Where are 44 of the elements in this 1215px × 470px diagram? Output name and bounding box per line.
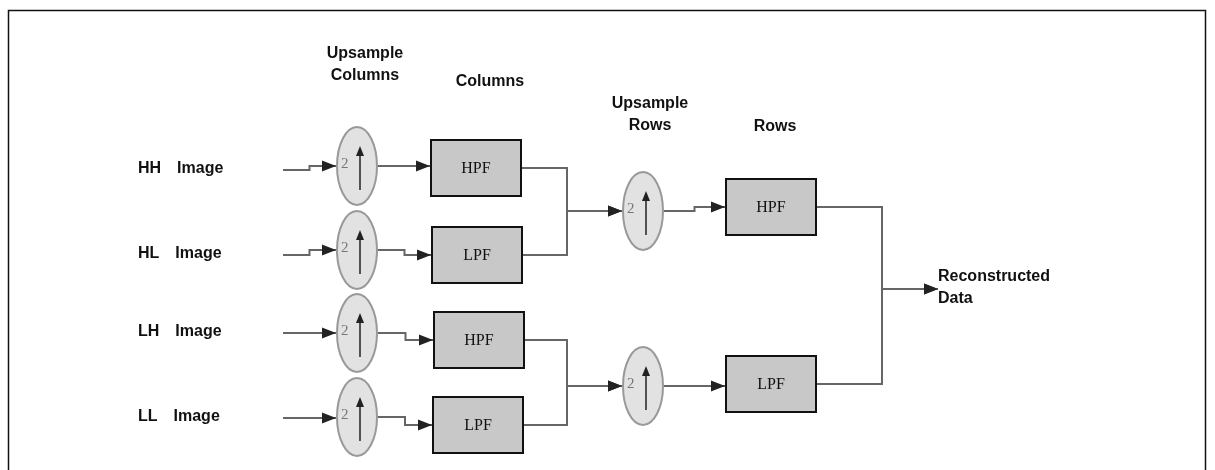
connector-arrow	[377, 249, 432, 261]
connector-arrow	[282, 244, 337, 256]
upsample-factor: 2	[627, 375, 635, 392]
filter-label: LPF	[757, 375, 785, 393]
input-label: Image	[175, 322, 222, 340]
upsample-factor: 2	[627, 200, 635, 217]
connector-arrow	[282, 160, 337, 172]
connector-arrow	[282, 327, 337, 339]
input-label: Image	[175, 244, 222, 262]
upsample-factor: 2	[341, 239, 349, 256]
filter-label: HPF	[461, 159, 491, 177]
filter-label: HPF	[464, 331, 494, 349]
filter-box	[430, 139, 522, 197]
filter-label: HPF	[756, 198, 786, 216]
connector-arrow	[523, 380, 623, 426]
filter-box	[433, 311, 525, 369]
upsample-factor: 2	[341, 406, 349, 423]
connector-arrow	[377, 416, 433, 431]
filter-box	[725, 178, 817, 236]
connector-arrow	[377, 160, 431, 172]
filter-label: LPF	[463, 246, 491, 264]
connector-arrow	[663, 380, 726, 392]
column-heading: Upsample Columns	[325, 43, 405, 85]
connector-arrow	[377, 332, 434, 346]
band-label: LL	[138, 407, 158, 425]
band-label: HL	[138, 244, 160, 262]
connector-arrow	[663, 201, 726, 213]
filter-box	[725, 355, 817, 413]
connector-arrow	[522, 205, 623, 256]
upsample-factor: 2	[341, 322, 349, 339]
connector-arrow	[282, 412, 337, 424]
input-label: Image	[173, 407, 220, 425]
filter-box	[432, 396, 524, 454]
column-heading: Columns	[454, 71, 526, 91]
column-heading: Rows	[752, 116, 798, 136]
column-heading: Upsample Rows	[610, 93, 690, 135]
filter-box	[431, 226, 523, 284]
band-label: HH	[138, 159, 162, 177]
output-label: Reconstructed Data	[938, 267, 1051, 306]
filter-label: LPF	[464, 416, 492, 434]
connector-arrow	[816, 283, 939, 385]
input-label: Image	[177, 159, 224, 177]
band-label: LH	[138, 322, 160, 340]
upsample-factor: 2	[341, 155, 349, 172]
